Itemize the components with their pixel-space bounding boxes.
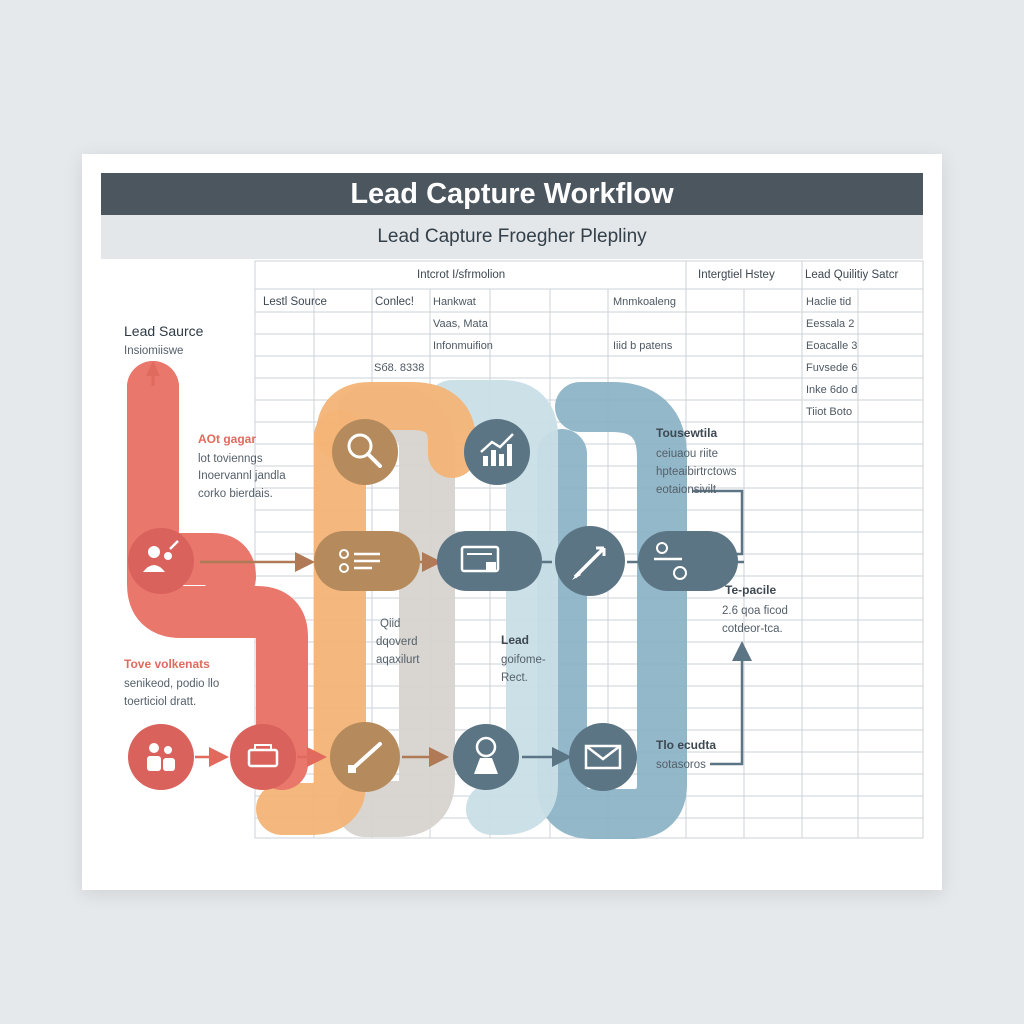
right-mid-line: 2.6 qoa ficod bbox=[722, 605, 788, 617]
right-mid-line: cotdeor-tca. bbox=[722, 623, 783, 635]
group-people-icon bbox=[128, 724, 194, 790]
right-top-line: hpteaibirtrctows bbox=[656, 466, 737, 478]
right-top-line: ceiuaou riite bbox=[656, 448, 718, 460]
blue-note-line: Rect. bbox=[501, 672, 528, 684]
lead-people-icon bbox=[128, 528, 194, 594]
group-header-history: Intergtiel Hstey bbox=[698, 269, 775, 281]
quality-cell: Haclie tid bbox=[806, 296, 851, 308]
quality-cell: Eoacalle 3 bbox=[806, 340, 857, 352]
red-top-line: corko bierdais. bbox=[198, 488, 273, 500]
right-mid-title: Te-pacile bbox=[725, 583, 776, 597]
group-header-quality: Lead Quilitiy Satcr bbox=[805, 269, 898, 281]
col-header-3: Hankwat bbox=[433, 296, 476, 308]
table-cell: Vaas, Mata bbox=[433, 318, 489, 330]
table-cell: Infonmuifion bbox=[433, 340, 493, 352]
red-top-line: lot tovienngs bbox=[198, 453, 263, 465]
group-header-interaction: Intcrot I/sfrmolion bbox=[417, 269, 505, 281]
quality-cell: Inke 6do d bbox=[806, 384, 857, 396]
envelope-icon bbox=[569, 723, 637, 791]
col-header-contact: Conlec! bbox=[375, 296, 414, 308]
wand-icon bbox=[330, 722, 400, 792]
user-check-icon bbox=[638, 531, 738, 591]
orange-note-line: dqoverd bbox=[376, 636, 418, 648]
pencil-arrow-icon bbox=[555, 526, 625, 596]
blue-note-title: Lead bbox=[501, 633, 529, 647]
red-bottom-title: Tove volkenats bbox=[124, 657, 210, 671]
quality-cell: Fuvsede 6 bbox=[806, 362, 857, 374]
right-bottom-line: sotasoros bbox=[656, 759, 706, 771]
orange-note-line: aqaxilurt bbox=[376, 654, 420, 666]
connectors bbox=[195, 489, 752, 767]
table-cell: Iiid b patens bbox=[613, 340, 673, 352]
workflow-diagram: Intcrot I/sfrmolion Intergtiel Hstey Lea… bbox=[124, 260, 924, 839]
orange-note-line: Qiid bbox=[380, 618, 400, 630]
col-header-lead-source: Lestl Source bbox=[263, 296, 327, 308]
form-list-icon bbox=[314, 531, 420, 591]
red-top-title: AOt gagar bbox=[198, 432, 256, 446]
quality-cell: Tiiot Boto bbox=[806, 406, 852, 418]
growth-chart-icon bbox=[464, 419, 530, 485]
red-bottom-line: senikeod, podio llo bbox=[124, 678, 219, 690]
screen-card-icon bbox=[437, 531, 542, 591]
magnifier-icon bbox=[332, 419, 398, 485]
diagram-card: Lead Capture Workflow Lead Capture Froeg… bbox=[82, 154, 942, 890]
right-bottom-title: Tlo ecudta bbox=[656, 738, 716, 752]
table-cell: Sб8. 8338 bbox=[374, 362, 424, 374]
right-top-line: eotaionsivilt bbox=[656, 484, 717, 496]
right-top-title: Tousewtila bbox=[656, 426, 717, 440]
page-subtitle: Lead Capture Froegher Pleplіny bbox=[101, 215, 923, 259]
lead-source-label: Lead Saurce bbox=[124, 323, 204, 339]
red-top-line: Inoervannl jandla bbox=[198, 470, 286, 482]
page-title: Lead Capture Workflow bbox=[101, 173, 923, 215]
quality-cell: Eessala 2 bbox=[806, 318, 854, 330]
blue-note-line: goifome- bbox=[501, 654, 546, 666]
red-bottom-line: toerticiol dratt. bbox=[124, 696, 196, 708]
col-header-4: Mnmkoaleng bbox=[613, 296, 676, 308]
up-arrow bbox=[146, 361, 160, 376]
lead-source-sub: Insiomiiswe bbox=[124, 345, 183, 357]
person-icon bbox=[453, 724, 519, 790]
inbox-icon bbox=[230, 724, 296, 790]
